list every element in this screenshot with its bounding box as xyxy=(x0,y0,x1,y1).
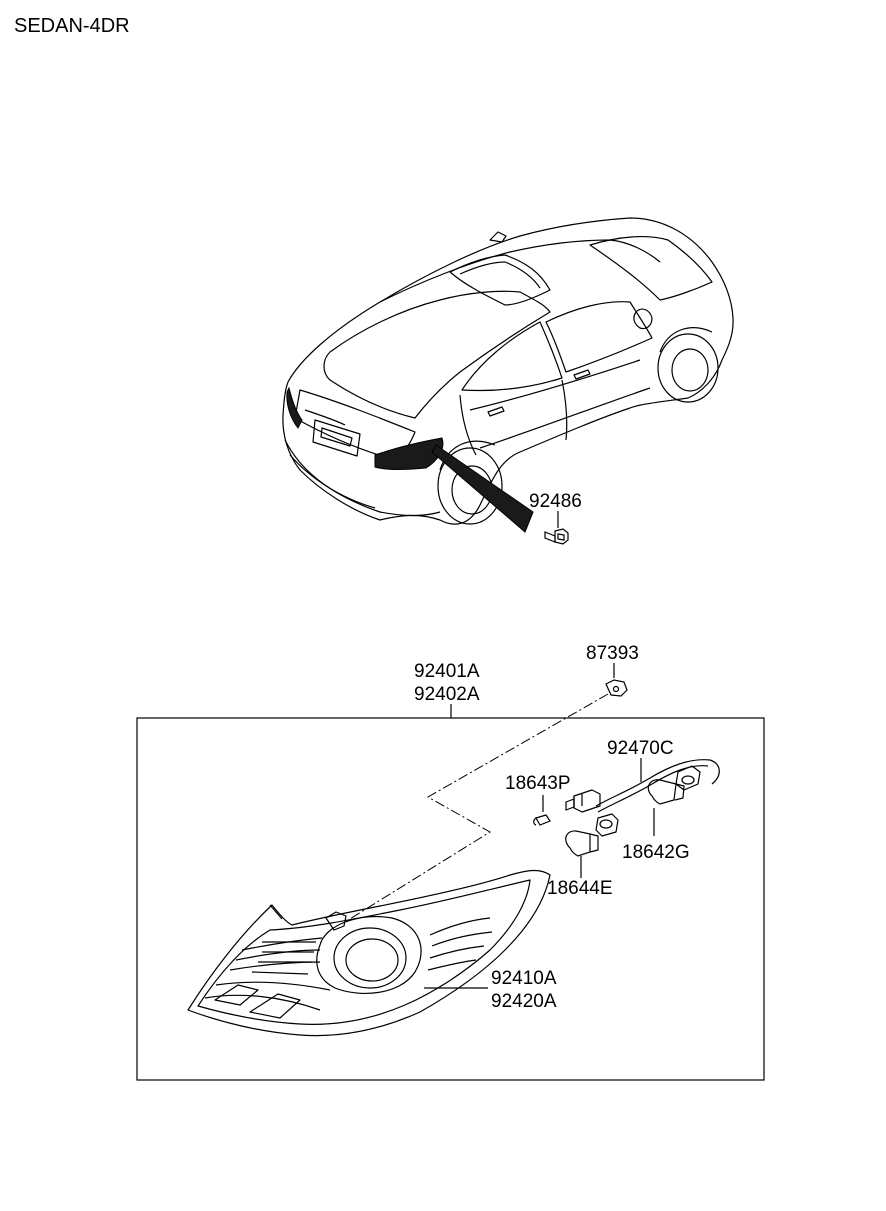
tail-lamp-left-shape xyxy=(286,386,303,429)
nut-icon xyxy=(605,679,628,697)
callout-18643P: 18643P xyxy=(505,773,571,794)
bulb-18644E-icon xyxy=(565,830,599,857)
tail-lamp-right-shape xyxy=(374,437,444,470)
variant-label: SEDAN-4DR xyxy=(14,15,130,37)
callout-92410A: 92410A xyxy=(491,968,557,989)
car-illustration xyxy=(282,217,734,525)
assembly-dash-line xyxy=(344,693,609,923)
callout-18642G: 18642G xyxy=(622,842,690,863)
small-bulb-icon xyxy=(533,814,551,826)
callout-92420A: 92420A xyxy=(491,991,557,1012)
callout-87393: 87393 xyxy=(586,643,639,664)
callout-18644E: 18644E xyxy=(547,878,613,899)
assembly-frame xyxy=(136,717,765,1081)
callout-92402A: 92402A xyxy=(414,684,480,705)
callout-92486: 92486 xyxy=(529,491,582,512)
screw-icon xyxy=(544,528,569,545)
callout-92401A: 92401A xyxy=(414,661,480,682)
harness-icon xyxy=(565,759,720,837)
bulb-18642G-icon xyxy=(647,779,685,805)
callout-wedge xyxy=(431,444,534,533)
tail-lamp-housing-icon xyxy=(187,869,551,1037)
callout-92470C: 92470C xyxy=(607,738,674,759)
